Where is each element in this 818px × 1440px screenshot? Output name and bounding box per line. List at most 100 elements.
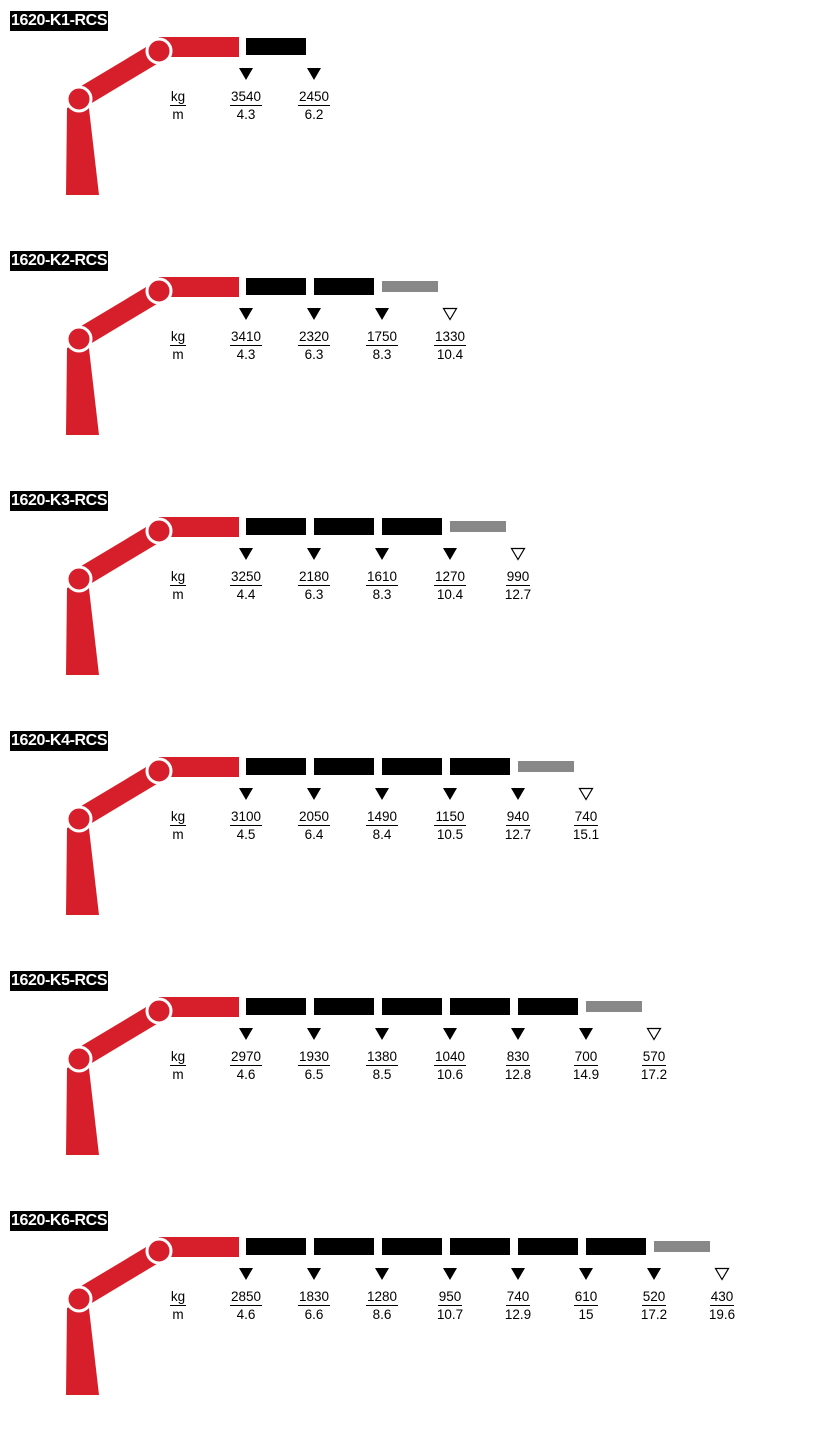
crane-column (66, 340, 99, 435)
hydraulic-point-marker-icon (375, 788, 389, 800)
crane-main-boom (73, 522, 165, 588)
radius-value: 10.6 (436, 1067, 464, 1082)
hydraulic-extension-section (314, 518, 374, 535)
hydraulic-extension-section (246, 998, 306, 1015)
crane-upper-joint (145, 517, 173, 545)
crane-column (66, 1300, 99, 1395)
radius-value: 10.4 (436, 347, 464, 362)
radius-value: 4.6 (236, 1307, 256, 1322)
radius-value: 8.4 (372, 827, 392, 842)
crane-drawing (65, 757, 574, 915)
hydraulic-point-marker-icon (511, 788, 525, 800)
model-label: 1620-K5-RCS (10, 971, 109, 991)
model-label: 1620-K3-RCS (10, 491, 109, 511)
crane-outer-boom (159, 37, 239, 57)
crane-main-boom (73, 282, 165, 348)
radius-value: 12.7 (504, 587, 532, 602)
manual-point-marker-icon (714, 1267, 730, 1281)
hydraulic-point-marker-icon (307, 1028, 321, 1040)
hydraulic-point-marker-icon (375, 1268, 389, 1280)
radius-value: 10.5 (436, 827, 464, 842)
radius-value: 12.9 (504, 1307, 532, 1322)
hydraulic-extension-section (518, 998, 578, 1015)
radius-value: 14.9 (572, 1067, 600, 1082)
manual-extension-section (654, 1241, 710, 1252)
hydraulic-point-marker-icon (443, 548, 457, 560)
load-value: 3100 (229, 809, 263, 826)
crane-outer-boom (159, 277, 239, 297)
hydraulic-extension-section (314, 758, 374, 775)
load-value: 2970 (229, 1049, 263, 1066)
load-value: 430 (709, 1289, 735, 1306)
load-value: 1830 (297, 1289, 331, 1306)
load-value: 700 (573, 1049, 599, 1066)
hydraulic-extension-section (314, 1238, 374, 1255)
hydraulic-extension-section (382, 998, 442, 1015)
crane-column (66, 1060, 99, 1155)
load-value: 520 (641, 1289, 667, 1306)
load-value: 610 (573, 1289, 599, 1306)
hydraulic-extension-section (246, 1238, 306, 1255)
crane-lower-joint (65, 1045, 93, 1073)
radius-value: 4.3 (236, 107, 256, 122)
crane-lower-joint (65, 805, 93, 833)
load-value: 1610 (365, 569, 399, 586)
radius-value: 4.6 (236, 1067, 256, 1082)
radius-value: 17.2 (640, 1307, 668, 1322)
load-value: 740 (505, 1289, 531, 1306)
load-value: 1330 (433, 329, 467, 346)
crane-drawing (65, 37, 306, 195)
radius-value: 6.5 (304, 1067, 324, 1082)
hydraulic-extension-section (518, 1238, 578, 1255)
load-value: 1150 (434, 809, 466, 826)
radius-value: 6.2 (304, 107, 324, 122)
crane-upper-joint (145, 37, 173, 65)
hydraulic-extension-section (314, 278, 374, 295)
unit-load-label: kg (169, 809, 187, 826)
load-value: 2850 (229, 1289, 263, 1306)
unit-radius-label: m (172, 107, 184, 122)
crane-lower-joint (65, 325, 93, 353)
model-label: 1620-K2-RCS (10, 251, 109, 271)
hydraulic-extension-section (382, 1238, 442, 1255)
radius-value: 15 (578, 1307, 594, 1322)
manual-extension-section (586, 1001, 642, 1012)
crane-outer-boom (159, 1237, 239, 1257)
load-value: 830 (505, 1049, 531, 1066)
radius-value: 6.3 (304, 587, 324, 602)
model-label: 1620-K1-RCS (10, 11, 109, 31)
hydraulic-point-marker-icon (307, 788, 321, 800)
hydraulic-point-marker-icon (443, 1268, 457, 1280)
crane-main-boom (73, 1242, 165, 1308)
hydraulic-extension-section (450, 758, 510, 775)
crane-lower-joint (65, 1285, 93, 1313)
manual-point-marker-icon (578, 787, 594, 801)
